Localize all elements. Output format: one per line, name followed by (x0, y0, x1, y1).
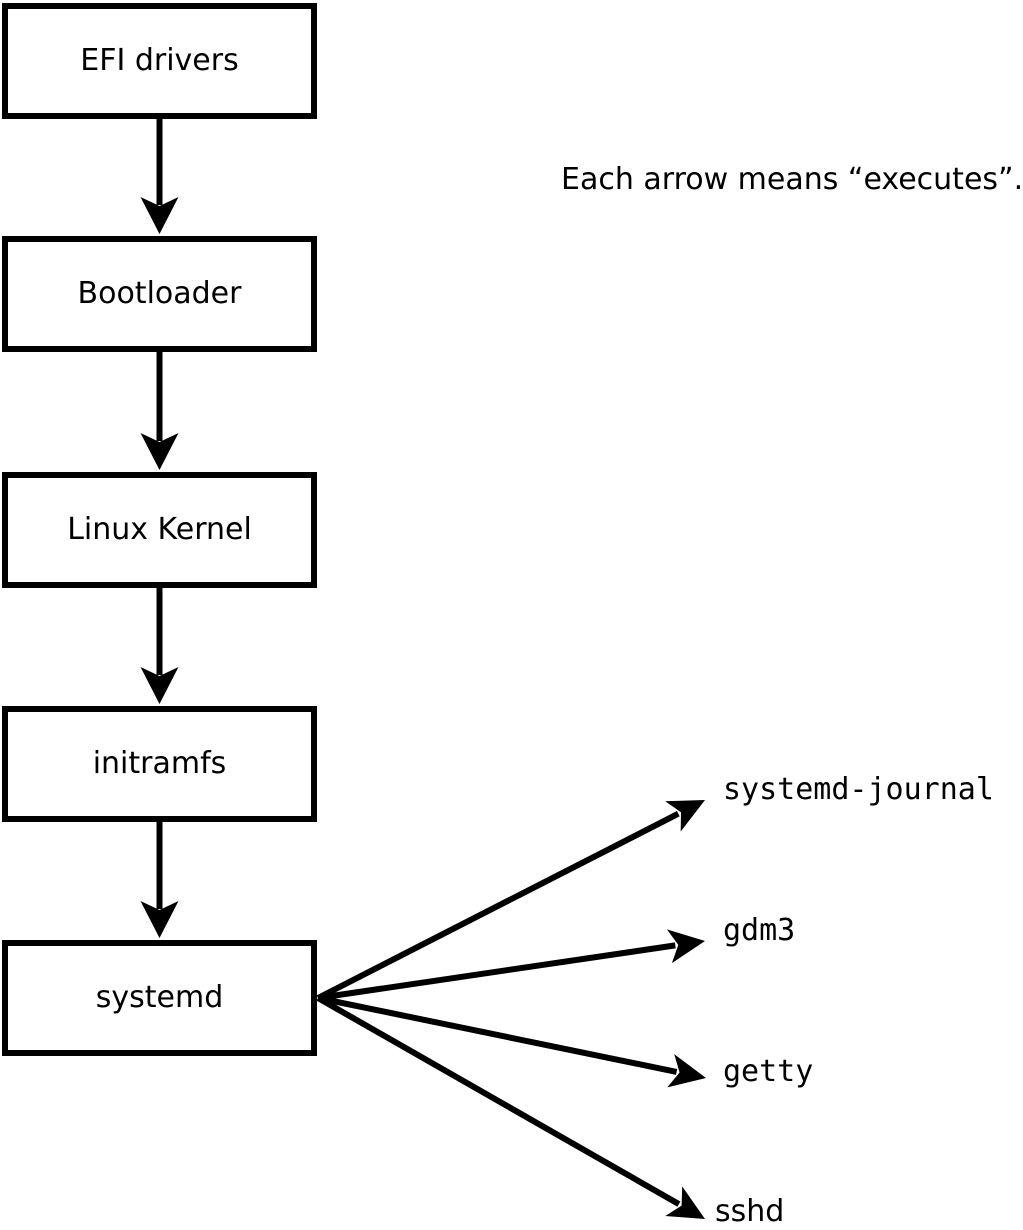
arrowhead (665, 1186, 705, 1219)
target-label-sshd: sshd (715, 1194, 785, 1229)
node-label-efi-drivers: EFI drivers (80, 43, 239, 78)
arrow-shaft (316, 995, 681, 1207)
node-label-initramfs: initramfs (92, 746, 227, 781)
arrowhead (140, 433, 179, 470)
node-efi-drivers: EFI drivers (2, 3, 317, 119)
arrow-kernel-to-initramfs (140, 586, 179, 704)
node-label-linux-kernel: Linux Kernel (67, 512, 252, 547)
arrow-systemd-to-gdm3 (317, 929, 705, 1001)
arrow-systemd-to-sshd (316, 995, 705, 1219)
target-label-getty: getty (723, 1054, 814, 1089)
arrowhead (140, 901, 179, 938)
arrow-shaft (316, 811, 680, 1001)
target-label-systemd-journal: systemd-journal (723, 772, 994, 807)
caption-arrow-meaning: Each arrow means “executes”. (561, 162, 1023, 197)
node-bootloader: Bootloader (2, 236, 317, 352)
arrow-initramfs-to-systemd (140, 820, 179, 938)
arrowhead (140, 197, 179, 234)
node-label-bootloader: Bootloader (77, 276, 242, 311)
arrow-efi-to-bootloader (140, 117, 179, 234)
arrow-systemd-to-getty (317, 995, 706, 1088)
arrowhead (667, 1054, 706, 1088)
arrow-bootloader-to-kernel (140, 352, 179, 470)
arrow-shaft (317, 995, 678, 1075)
arrow-shaft (317, 942, 676, 1001)
arrow-systemd-to-systemd-journal (316, 800, 705, 1001)
node-systemd: systemd (2, 940, 317, 1056)
node-linux-kernel: Linux Kernel (2, 472, 317, 588)
node-label-systemd: systemd (95, 980, 224, 1015)
arrowhead (665, 800, 705, 832)
arrowhead (140, 667, 179, 704)
node-initramfs: initramfs (2, 706, 317, 822)
arrowhead (666, 929, 705, 964)
target-label-gdm3: gdm3 (723, 913, 796, 948)
